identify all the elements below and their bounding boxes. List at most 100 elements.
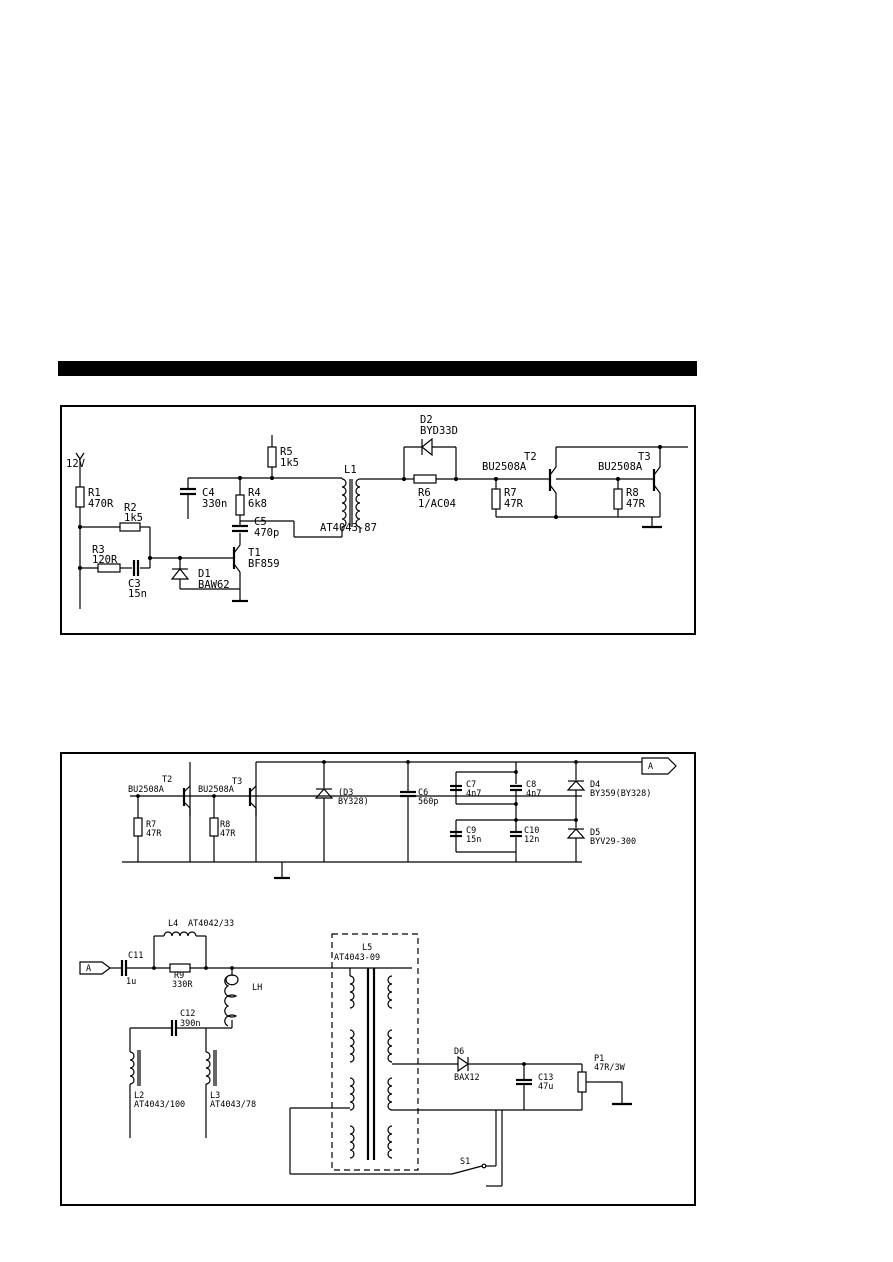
svg-text:47R: 47R <box>146 829 162 839</box>
svg-text:390n: 390n <box>180 1019 200 1029</box>
svg-text:T3: T3 <box>232 777 242 787</box>
svg-text:12n: 12n <box>524 835 539 845</box>
svg-text:AT4042/33: AT4042/33 <box>188 919 234 929</box>
svg-text:A: A <box>648 762 653 772</box>
resistor-r4: R4 6k8 <box>235 487 267 516</box>
inductor-l4: L4 AT4042/33 <box>163 919 234 937</box>
svg-text:1k5: 1k5 <box>124 512 143 524</box>
transistor-t3: T3 BU2508A <box>598 451 661 494</box>
svg-text:AT4043/100: AT4043/100 <box>134 1100 185 1110</box>
diode-d2: D2 BYD33D <box>420 414 458 457</box>
inductor-l3: L3 AT4043/78 <box>205 1050 256 1110</box>
transistor-t3-stage2: T3 BU2508A <box>198 777 257 809</box>
connector-a-in: A <box>79 961 111 975</box>
capacitor-c9: C9 15n <box>450 826 481 845</box>
resistor-r1: R1 470R <box>75 486 114 510</box>
capacitor-c13: C13 47u <box>516 1073 553 1092</box>
svg-text:R2: R2 <box>124 502 137 514</box>
svg-text:AT4043-87: AT4043-87 <box>320 522 377 534</box>
svg-text:D6: D6 <box>454 1047 464 1057</box>
circuit-2-panel: T2 BU2508A R7 47R T3 BU2508A R8 47R (D3 … <box>60 752 696 1206</box>
svg-text:1/AC04: 1/AC04 <box>418 498 456 510</box>
resistor-r7: R7 47R <box>491 487 524 510</box>
svg-text:1u: 1u <box>126 977 136 987</box>
circuit-1-panel: 12V R1 470R R2 1k5 R3 120R C3 15n <box>60 405 696 635</box>
svg-text:L1: L1 <box>344 464 357 476</box>
svg-text:T1: T1 <box>248 547 261 559</box>
svg-text:1k5: 1k5 <box>280 457 299 469</box>
svg-text:6k8: 6k8 <box>248 498 267 510</box>
svg-text:D4: D4 <box>590 780 600 790</box>
svg-text:47R: 47R <box>220 829 236 839</box>
svg-text:L2: L2 <box>134 1091 144 1101</box>
transformer-l1: L1 AT4043-87 <box>320 464 377 534</box>
svg-text:R8: R8 <box>626 487 639 499</box>
svg-text:T2: T2 <box>524 451 537 463</box>
svg-text:T3: T3 <box>638 451 651 463</box>
svg-text:C13: C13 <box>538 1073 553 1083</box>
svg-text:BYD33D: BYD33D <box>420 425 458 437</box>
potentiometer-p1: P1 47R/3W <box>577 1054 626 1093</box>
capacitor-c7: C7 4n7 <box>450 780 481 799</box>
svg-text:S1: S1 <box>460 1157 470 1167</box>
transistor-t1: T1 BF859 <box>232 544 280 573</box>
svg-text:D1: D1 <box>198 568 211 580</box>
transistor-t2-stage2: T2 BU2508A <box>128 775 191 809</box>
svg-text:15n: 15n <box>128 588 147 600</box>
resistor-r9: R9 330R <box>169 963 193 990</box>
svg-text:15n: 15n <box>466 835 481 845</box>
svg-text:BAX12: BAX12 <box>454 1073 480 1083</box>
resistor-r8-stage2: R8 47R <box>209 817 236 839</box>
svg-text:470R: 470R <box>88 498 114 510</box>
svg-text:47R/3W: 47R/3W <box>594 1063 626 1073</box>
svg-text:R1: R1 <box>88 487 101 499</box>
circuit-2-schematic: T2 BU2508A R7 47R T3 BU2508A R8 47R (D3 … <box>79 757 677 1187</box>
svg-text:4n7: 4n7 <box>466 789 481 799</box>
svg-text:BY359(BY328): BY359(BY328) <box>590 789 651 799</box>
circuit-1-schematic: 12V R1 470R R2 1k5 R3 120R C3 15n <box>66 414 688 609</box>
resistor-r2: R2 1k5 <box>119 502 143 532</box>
capacitor-c12: C12 390n <box>170 1009 200 1036</box>
supply-label: 12V <box>66 458 86 470</box>
svg-text:560p: 560p <box>418 797 438 807</box>
svg-text:330R: 330R <box>172 980 193 990</box>
svg-text:P1: P1 <box>594 1054 604 1064</box>
svg-text:BU2508A: BU2508A <box>198 785 234 795</box>
connector-a-out: A <box>641 757 677 775</box>
svg-text:BAW62: BAW62 <box>198 579 230 591</box>
inductor-l2: L2 AT4043/100 <box>129 1050 185 1110</box>
svg-text:R7: R7 <box>146 820 156 830</box>
svg-text:D5: D5 <box>590 828 600 838</box>
header-bar <box>58 361 697 376</box>
svg-text:120R: 120R <box>92 554 118 566</box>
diode-d1: D1 BAW62 <box>170 558 230 591</box>
svg-text:C6: C6 <box>418 788 428 798</box>
diode-d5: D5 BYV29-300 <box>566 828 636 847</box>
resistor-r6: R6 1/AC04 <box>413 474 456 510</box>
svg-text:A: A <box>86 964 91 974</box>
svg-text:470p: 470p <box>254 527 279 539</box>
transformer-l5: L5 AT4043-09 <box>331 933 419 1171</box>
capacitor-c11: C11 1u <box>120 951 143 987</box>
resistor-r7-stage2: R7 47R <box>133 817 162 839</box>
svg-text:AT4043-09: AT4043-09 <box>334 953 380 963</box>
svg-text:R3: R3 <box>92 544 105 556</box>
svg-text:BF859: BF859 <box>248 558 280 570</box>
svg-text:(D3: (D3 <box>338 788 353 798</box>
svg-text:C10: C10 <box>524 826 539 836</box>
svg-text:C11: C11 <box>128 951 143 961</box>
svg-text:C4: C4 <box>202 487 215 499</box>
svg-text:BU2508A: BU2508A <box>598 461 643 473</box>
svg-text:R9: R9 <box>174 971 184 981</box>
svg-text:47R: 47R <box>626 498 646 510</box>
switch-s1: S1 <box>451 1157 496 1175</box>
svg-text:C3: C3 <box>128 578 141 590</box>
svg-text:R8: R8 <box>220 820 230 830</box>
svg-text:L4: L4 <box>168 919 178 929</box>
inductor-lh: LH <box>224 974 262 1027</box>
svg-text:330n: 330n <box>202 498 227 510</box>
svg-text:47R: 47R <box>504 498 524 510</box>
svg-text:R5: R5 <box>280 446 293 458</box>
svg-text:LH: LH <box>252 983 262 993</box>
capacitor-c5: C5 470p <box>232 516 279 539</box>
